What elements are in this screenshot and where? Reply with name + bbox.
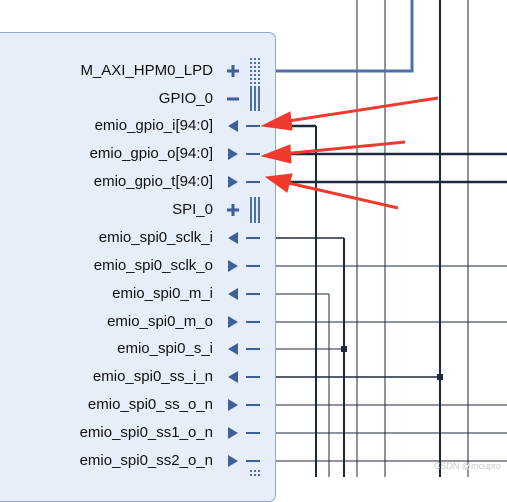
pin-label[interactable]: emio_gpio_o[94:0]	[89, 145, 213, 162]
pin-label[interactable]: emio_spi0_ss_o_n	[87, 396, 213, 413]
pin-label[interactable]: emio_spi0_sclk_i	[98, 229, 213, 246]
wire-junction	[437, 374, 443, 380]
pin-label[interactable]: emio_spi0_ss_i_n	[92, 368, 213, 385]
pin-label[interactable]: emio_spi0_sclk_o	[93, 257, 213, 274]
block-port-decorations	[246, 58, 439, 477]
output-arrow-icon	[228, 455, 238, 467]
input-arrow-icon	[228, 288, 238, 300]
output-arrow-icon	[228, 427, 238, 439]
annotation-arrows	[260, 96, 439, 210]
pin-label[interactable]: emio_spi0_m_o	[107, 313, 213, 330]
input-arrow-icon	[228, 371, 238, 383]
pin-label[interactable]: emio_spi0_m_i	[112, 285, 213, 302]
wire-junction	[341, 346, 347, 352]
annotation-arrowhead	[260, 144, 292, 164]
output-arrow-icon	[228, 316, 238, 328]
bus-connector-bottom	[250, 470, 260, 477]
watermark: CSDN @mcupro	[433, 461, 501, 471]
input-arrow-icon	[228, 232, 238, 244]
annotation-arrowhead	[260, 111, 293, 131]
plus-icon[interactable]	[226, 203, 240, 217]
pin-label[interactable]: M_AXI_HPM0_LPD	[80, 62, 213, 79]
annotation-arrow	[283, 180, 399, 210]
pin-label[interactable]: emio_spi0_ss2_o_n	[79, 452, 213, 469]
annotation-arrow	[281, 140, 406, 156]
output-arrow-icon	[228, 148, 238, 160]
pin-label[interactable]: SPI_0	[172, 201, 213, 218]
pin-label[interactable]: emio_spi0_ss1_o_n	[79, 424, 213, 441]
output-arrow-icon	[228, 399, 238, 411]
input-arrow-icon	[228, 343, 238, 355]
annotation-arrow	[281, 96, 439, 124]
pin-label[interactable]: emio_spi0_s_i	[117, 340, 213, 357]
output-arrow-icon	[228, 260, 238, 272]
minus-icon[interactable]	[226, 92, 240, 106]
pin-label[interactable]: GPIO_0	[158, 90, 213, 107]
bus-connector-spi	[250, 197, 260, 223]
axi-bus-wire	[260, 0, 414, 73]
pin-label[interactable]: emio_gpio_t[94:0]	[93, 173, 213, 190]
plus-icon[interactable]	[226, 64, 240, 78]
bus-connector-gpio	[250, 86, 260, 111]
pin-label[interactable]: emio_gpio_i[94:0]	[94, 117, 213, 134]
annotation-arrowhead	[264, 173, 293, 193]
input-arrow-icon	[228, 120, 238, 132]
bus-connector-axi	[250, 58, 260, 84]
output-arrow-icon	[228, 176, 238, 188]
